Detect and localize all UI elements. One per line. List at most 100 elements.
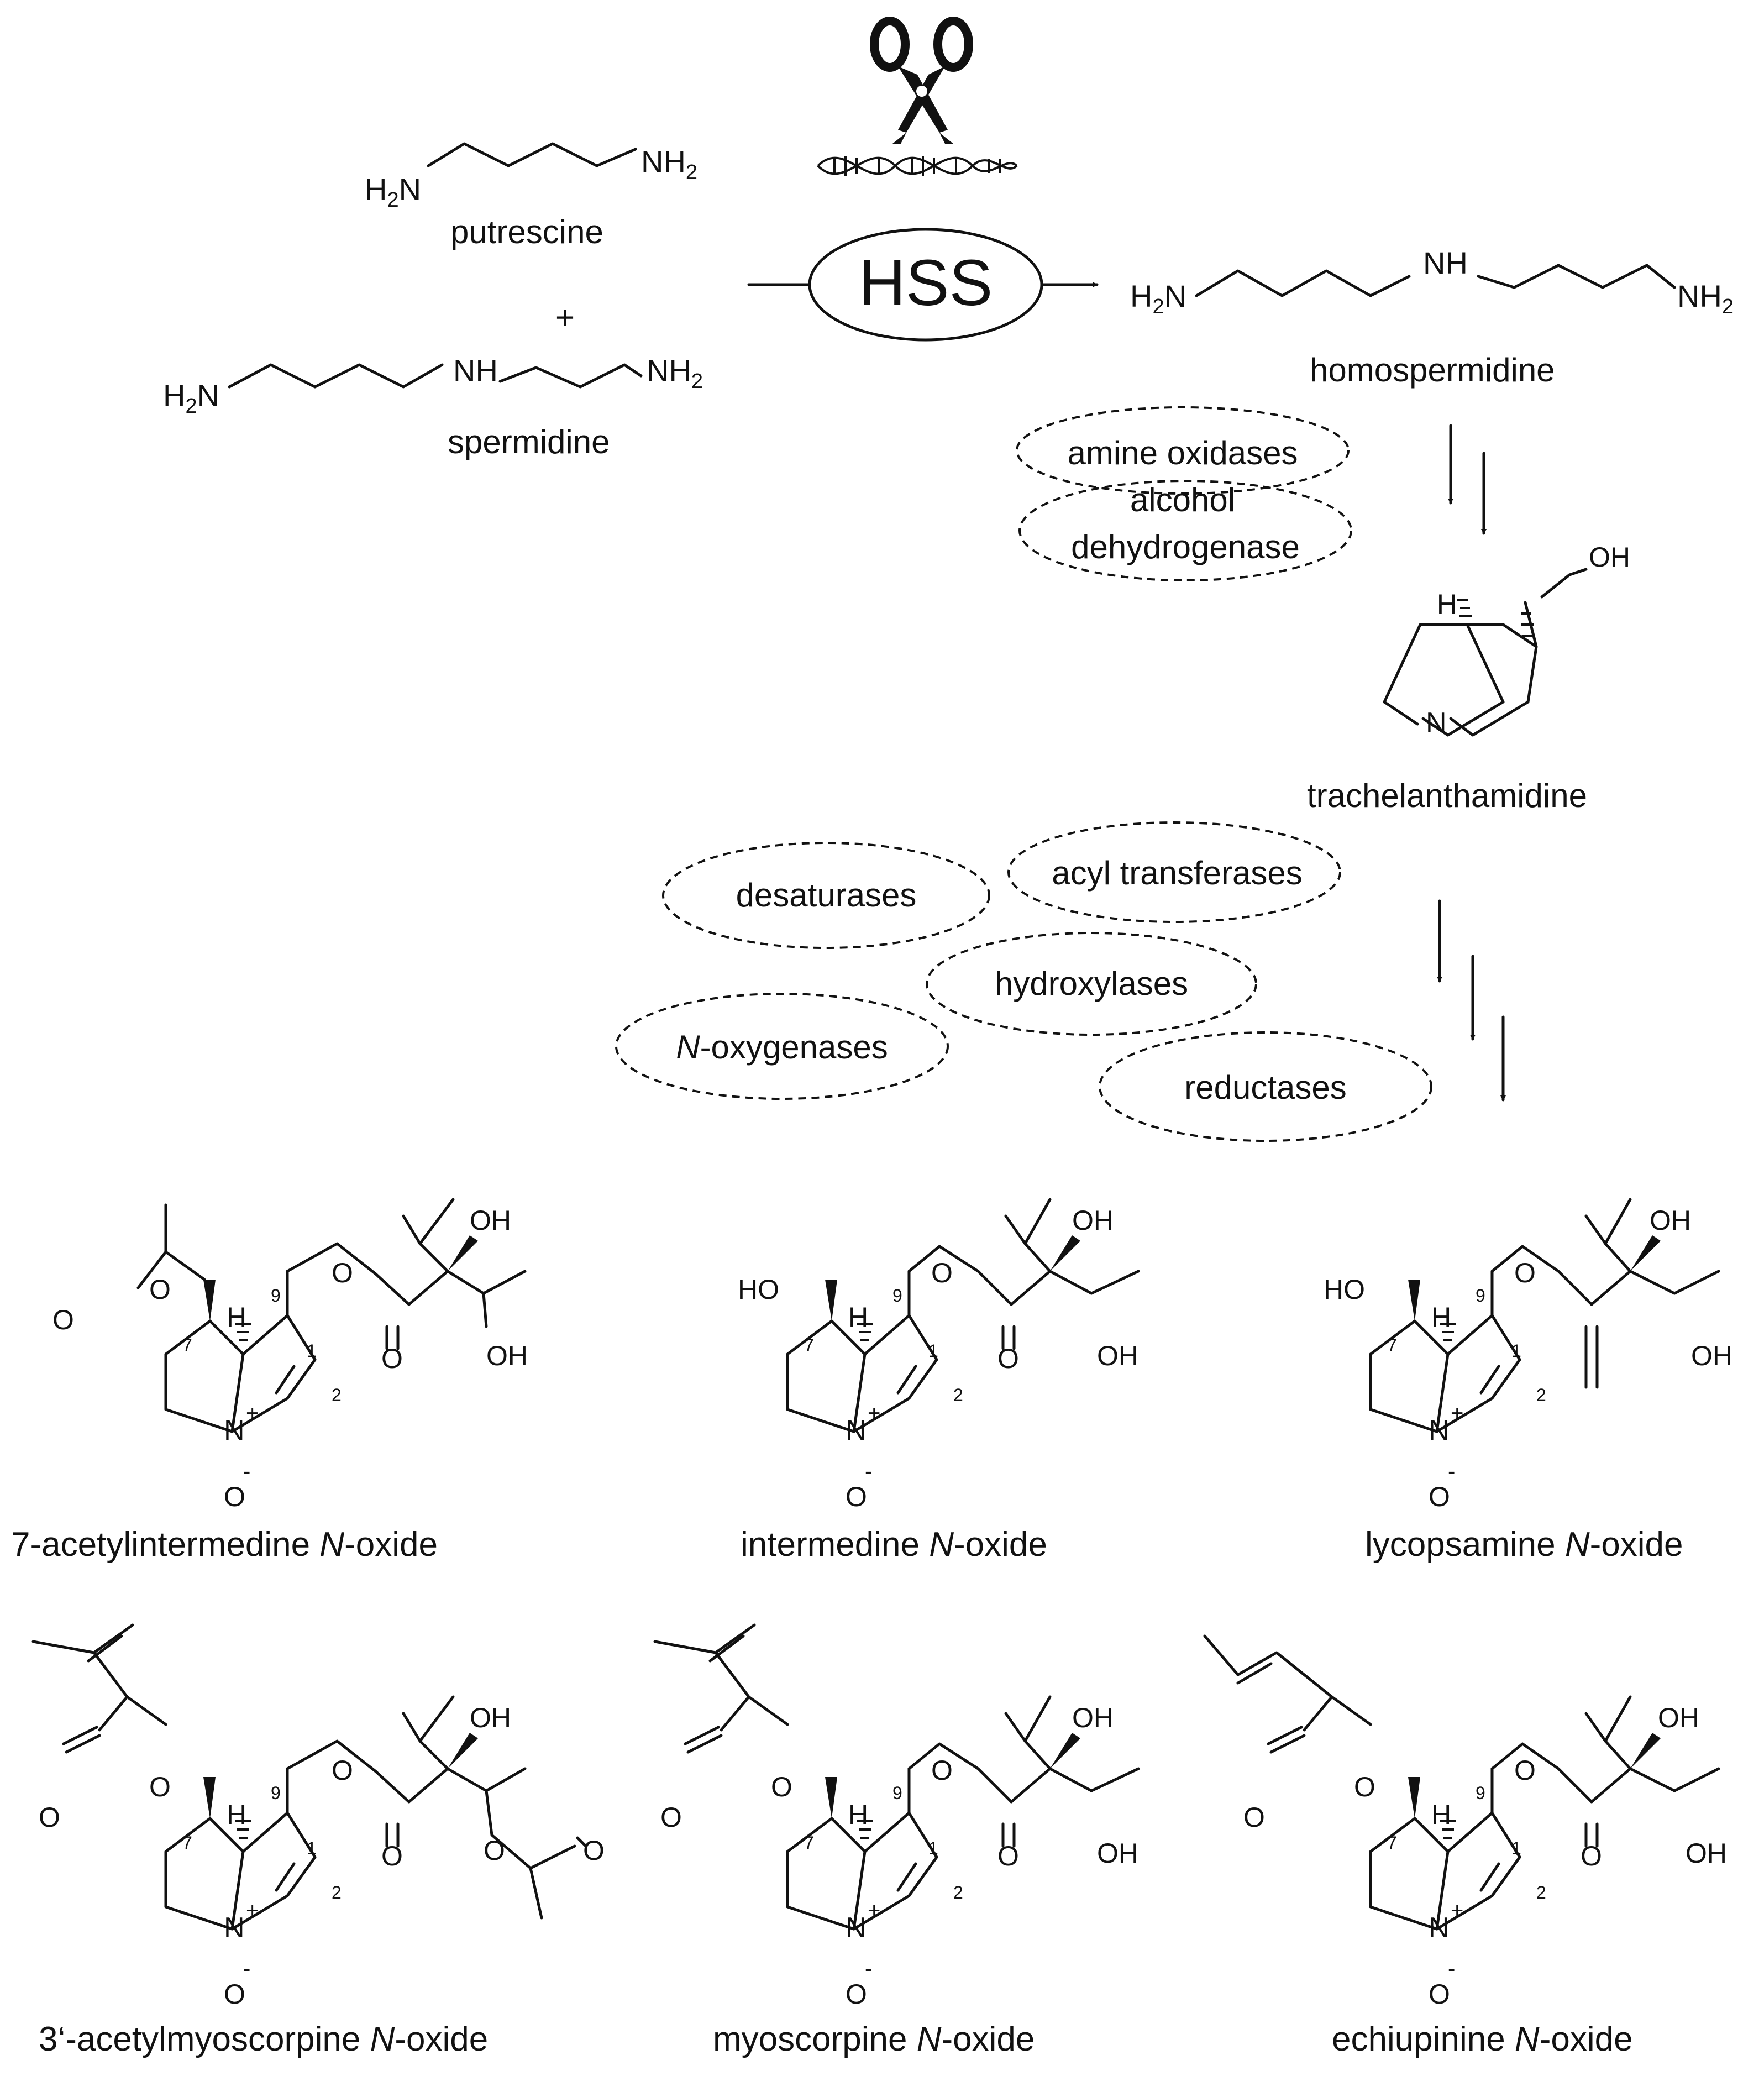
p5-o-keto: O: [998, 1841, 1019, 1871]
p1-oh-bottom: OH: [486, 1340, 528, 1371]
p1-o-keto: O: [381, 1343, 403, 1374]
product-structure-4: [32, 1623, 587, 1929]
p3-num2: 2: [1536, 1385, 1546, 1405]
p5-oh-top: OH: [1072, 1702, 1114, 1733]
p4-o-acetyl-keto: O: [583, 1835, 605, 1866]
p4-o-chain: O: [332, 1755, 353, 1786]
p5-o-carbonyl: O: [660, 1802, 682, 1833]
p1-o-chain: O: [332, 1257, 353, 1288]
p2-oh-top: OH: [1072, 1205, 1114, 1236]
trachelanthamidine-oh: OH: [1589, 542, 1630, 573]
p2-num2: 2: [953, 1385, 963, 1405]
reductases-label: reductases: [1184, 1069, 1347, 1106]
product-name-6: echiupinine N-oxide: [1332, 2020, 1633, 2058]
p1-oh-top: OH: [470, 1205, 511, 1236]
desaturases-label: desaturases: [736, 877, 917, 914]
p4-num7: 7: [182, 1833, 192, 1853]
trachelanthamidine-h: H: [1437, 589, 1457, 620]
p2-h: H: [848, 1302, 868, 1333]
p3-n: N: [1429, 1414, 1450, 1446]
p4-o-keto: O: [381, 1841, 403, 1871]
p6-n: N: [1429, 1912, 1450, 1944]
row1-atom-labels: O O H 7 9 1 2 N + O - O O OH OH HO H 7 9…: [53, 1205, 1733, 1512]
putrescine-left-group: H2N: [365, 172, 421, 212]
putrescine-name: putrescine: [450, 213, 603, 250]
hydroxylases-label: hydroxylases: [995, 965, 1188, 1002]
enzyme-amine-oxidases-label: amine oxidases: [1068, 434, 1298, 471]
p2-ho: HO: [738, 1274, 779, 1305]
p2-num9: 9: [893, 1286, 902, 1306]
p5-o-chain: O: [931, 1755, 953, 1786]
product-structure-3: [1371, 1198, 1720, 1432]
p5-num1: 1: [928, 1838, 938, 1858]
p5-oh-bottom: OH: [1097, 1838, 1138, 1869]
p5-num9: 9: [893, 1783, 902, 1803]
p2-minus: -: [865, 1459, 872, 1483]
p6-h: H: [1431, 1799, 1451, 1830]
spermidine-middle-group: NH: [453, 353, 498, 388]
p1-num9: 9: [271, 1286, 281, 1306]
enzyme-dehydrogenase-label: dehydrogenase: [1071, 528, 1300, 565]
homospermidine-name: homospermidine: [1310, 352, 1555, 389]
p5-plus: +: [868, 1899, 880, 1923]
p5-o-minus: O: [846, 1979, 867, 2010]
homospermidine-middle-group: NH: [1423, 245, 1468, 280]
p6-o-minus: O: [1429, 1979, 1450, 2010]
homospermidine-chain: [1195, 269, 1411, 297]
product-name-2: intermedine N-oxide: [741, 1525, 1047, 1564]
p5-h: H: [848, 1799, 868, 1830]
p6-oh-top: OH: [1658, 1702, 1699, 1733]
plus-sign: +: [555, 299, 575, 336]
p5-num7: 7: [804, 1833, 814, 1853]
enzyme-acyl-transferases: [1007, 821, 1341, 923]
p2-o-keto: O: [998, 1343, 1019, 1374]
product-name-1: 7-acetylintermedine N-oxide: [11, 1525, 438, 1564]
product-structure-6: [1203, 1634, 1720, 1929]
homospermidine-right-group: NH2: [1677, 279, 1734, 318]
p1-n: N: [224, 1414, 245, 1446]
p3-plus: +: [1451, 1401, 1463, 1425]
p2-num7: 7: [804, 1335, 814, 1355]
enzyme-desaturases: [662, 842, 990, 949]
enzyme-alcohol-label: alcohol: [1130, 481, 1235, 518]
p4-num2: 2: [332, 1883, 342, 1902]
product-name-5: myoscorpine N-oxide: [713, 2020, 1035, 2058]
p4-h: H: [227, 1799, 246, 1830]
homospermidine-left-group: H2N: [1130, 279, 1186, 318]
p4-o-acetyl: O: [484, 1835, 505, 1866]
p1-num1: 1: [307, 1341, 317, 1361]
p2-oh-bottom: OH: [1097, 1340, 1138, 1371]
p6-num1: 1: [1511, 1838, 1521, 1858]
putrescine-chain: [427, 142, 637, 167]
p1-h: H: [227, 1302, 246, 1333]
p3-num9: 9: [1476, 1286, 1485, 1306]
spermidine-right-group: NH2: [647, 353, 703, 393]
p6-oh-bottom: OH: [1686, 1838, 1727, 1869]
trachelanthamidine-structure: [1383, 568, 1588, 737]
p6-o-carbonyl: O: [1243, 1802, 1265, 1833]
product-structure-1: [136, 1198, 527, 1432]
enzyme-amine-oxidases: [1016, 406, 1350, 495]
p3-num7: 7: [1387, 1335, 1397, 1355]
p4-oh-top: OH: [470, 1702, 511, 1733]
putrescine-right-group: NH2: [641, 144, 697, 184]
p2-n: N: [846, 1414, 867, 1446]
spermidine-chain: [228, 363, 444, 389]
p3-num1: 1: [1511, 1341, 1521, 1361]
p1-minus: -: [243, 1459, 250, 1483]
p6-plus: +: [1451, 1899, 1463, 1923]
p3-ho: HO: [1324, 1274, 1365, 1305]
product-name-3: lycopsamine N-oxide: [1365, 1525, 1683, 1564]
p1-o-carbonyl: O: [53, 1304, 74, 1335]
p4-plus: +: [246, 1899, 259, 1923]
p1-o-minus: O: [224, 1481, 245, 1512]
p6-minus: -: [1448, 1957, 1455, 1981]
p2-o-minus: O: [846, 1481, 867, 1512]
p4-n: N: [224, 1912, 245, 1944]
p1-plus: +: [246, 1401, 259, 1425]
enzyme-hydroxylases: [926, 932, 1257, 1036]
p3-h: H: [1431, 1302, 1451, 1333]
spermidine-name: spermidine: [448, 423, 610, 460]
